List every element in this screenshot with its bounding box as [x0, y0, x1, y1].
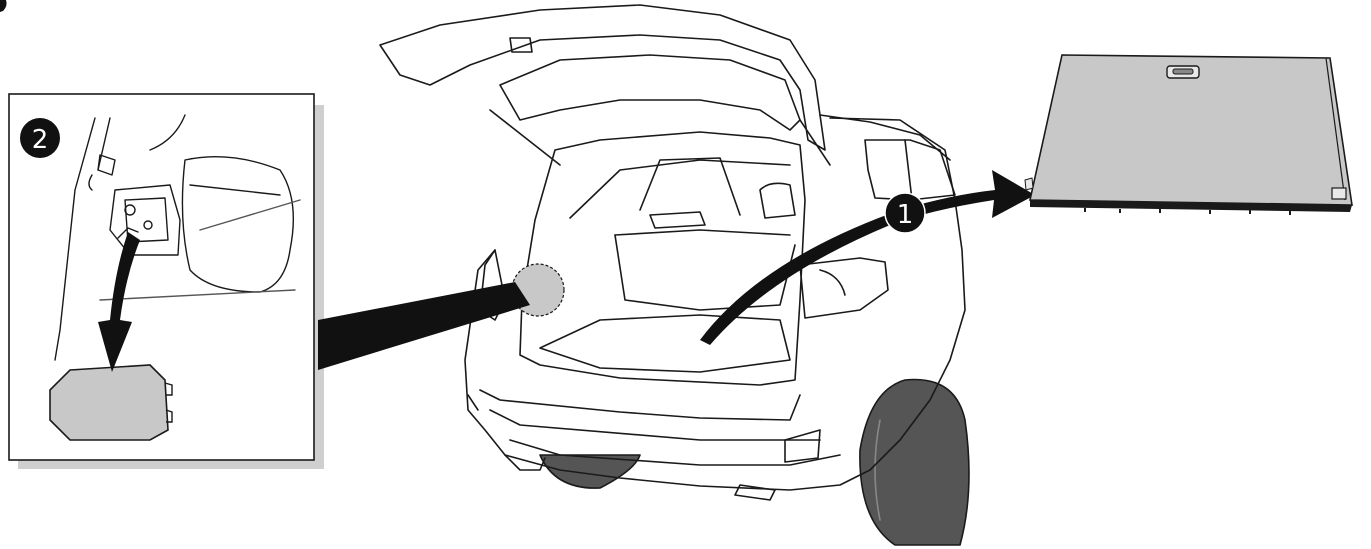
tailgate	[380, 5, 825, 150]
step-2-label: 2	[32, 125, 49, 155]
panel-latch	[1332, 188, 1346, 199]
roof-line	[820, 115, 950, 160]
strut-right	[800, 120, 830, 165]
panel-left-tab	[1025, 178, 1033, 190]
step-1-label: 1	[897, 200, 914, 230]
panel-handle-grip	[1173, 69, 1193, 74]
window-pillar	[905, 140, 912, 200]
interior-line	[570, 160, 790, 218]
reflector	[468, 395, 478, 410]
rear-tire	[860, 380, 969, 546]
trunk-floor	[540, 315, 790, 372]
luggage-panel	[1025, 55, 1352, 215]
headrest-left	[650, 212, 705, 228]
fog-light	[785, 430, 820, 462]
removed-cover	[50, 365, 168, 440]
trunk-opening	[520, 132, 805, 385]
rear-seat-top	[615, 230, 790, 235]
right-tail-light	[800, 258, 888, 318]
headrest-right	[760, 183, 795, 218]
tailgate-window	[500, 55, 800, 130]
suv-illustration	[380, 5, 969, 545]
seat-back	[615, 235, 795, 310]
tail-light-detail	[820, 270, 845, 295]
bumper-top	[480, 390, 800, 420]
corner-mark	[0, 0, 7, 12]
zoom-pointer	[318, 282, 530, 370]
side-window	[865, 140, 955, 200]
headrest-area	[640, 158, 740, 215]
